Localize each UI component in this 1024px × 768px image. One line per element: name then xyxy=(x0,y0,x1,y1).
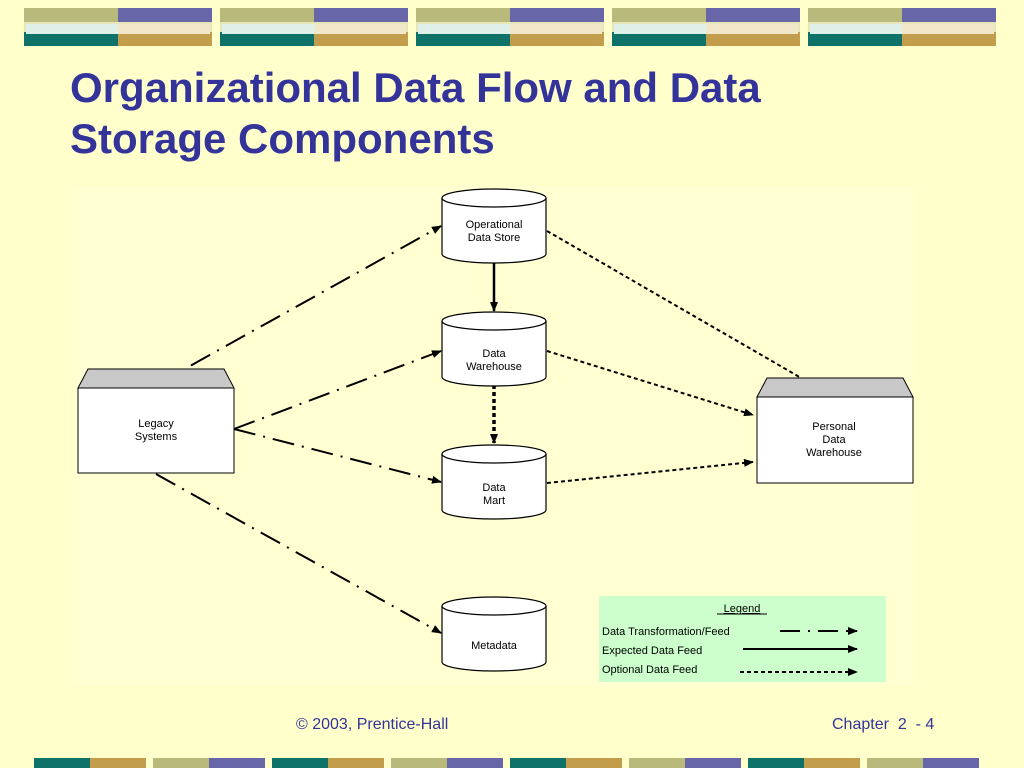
legacy-label-line-1: Legacy xyxy=(138,418,174,430)
pdw-label-line-3: Warehouse xyxy=(806,447,862,459)
page-number: Chapter 2 - 4 xyxy=(832,716,935,733)
band-tile xyxy=(416,8,604,46)
slide-title: Organizational Data Flow and Data Storag… xyxy=(70,62,970,164)
metadata-label: Metadata xyxy=(471,640,518,652)
ods-to-pdw-connector xyxy=(546,230,835,398)
legacy-to-dm-connector xyxy=(233,428,442,484)
band-tile xyxy=(24,8,212,46)
legacy-to-dw-connector xyxy=(233,350,442,430)
legacy-to-ods-connector xyxy=(155,225,442,386)
dm-label-line-2: Mart xyxy=(483,495,505,507)
pdw-label-line-1: Personal xyxy=(812,421,855,433)
legacy-systems-node: Legacy Systems xyxy=(77,368,235,474)
legend-item-optional-label: Optional Data Feed xyxy=(602,664,697,676)
personal-data-warehouse-node: Personal Data Warehouse xyxy=(756,377,914,484)
legend: Legend Data Transformation/Feed Expected… xyxy=(599,596,886,682)
dw-to-pdw-connector xyxy=(546,350,754,417)
slide-title-line-1: Organizational Data Flow and Data xyxy=(70,64,761,111)
band-tile xyxy=(220,8,408,46)
band-tile xyxy=(808,8,996,46)
transformation-connectors xyxy=(155,225,442,634)
band-tile xyxy=(612,8,800,46)
legend-item-transformation-label: Data Transformation/Feed xyxy=(602,626,730,638)
bottom-decorative-band xyxy=(34,758,979,768)
data-mart-node: Data Mart xyxy=(441,444,547,520)
slide-title-line-2: Storage Components xyxy=(70,115,495,162)
ods-label-line-1: Operational xyxy=(466,219,523,231)
legacy-label-line-2: Systems xyxy=(135,431,178,443)
operational-data-store-node: Operational Data Store xyxy=(441,188,547,264)
pdw-label-line-2: Data xyxy=(822,434,846,446)
data-warehouse-node: Data Warehouse xyxy=(441,311,547,387)
metadata-node: Metadata xyxy=(441,596,547,672)
dw-label-line-1: Data xyxy=(482,348,506,360)
optional-connectors xyxy=(546,230,835,484)
copyright-footer: © 2003, Prentice-Hall xyxy=(296,716,449,733)
ods-label-line-2: Data Store xyxy=(468,232,521,244)
legend-title: Legend xyxy=(724,603,761,615)
dw-label-line-2: Warehouse xyxy=(466,361,522,373)
legacy-to-metadata-connector xyxy=(155,473,442,634)
dm-label-line-1: Data xyxy=(482,482,506,494)
top-decorative-band xyxy=(24,8,996,46)
legend-item-expected-label: Expected Data Feed xyxy=(602,645,702,657)
